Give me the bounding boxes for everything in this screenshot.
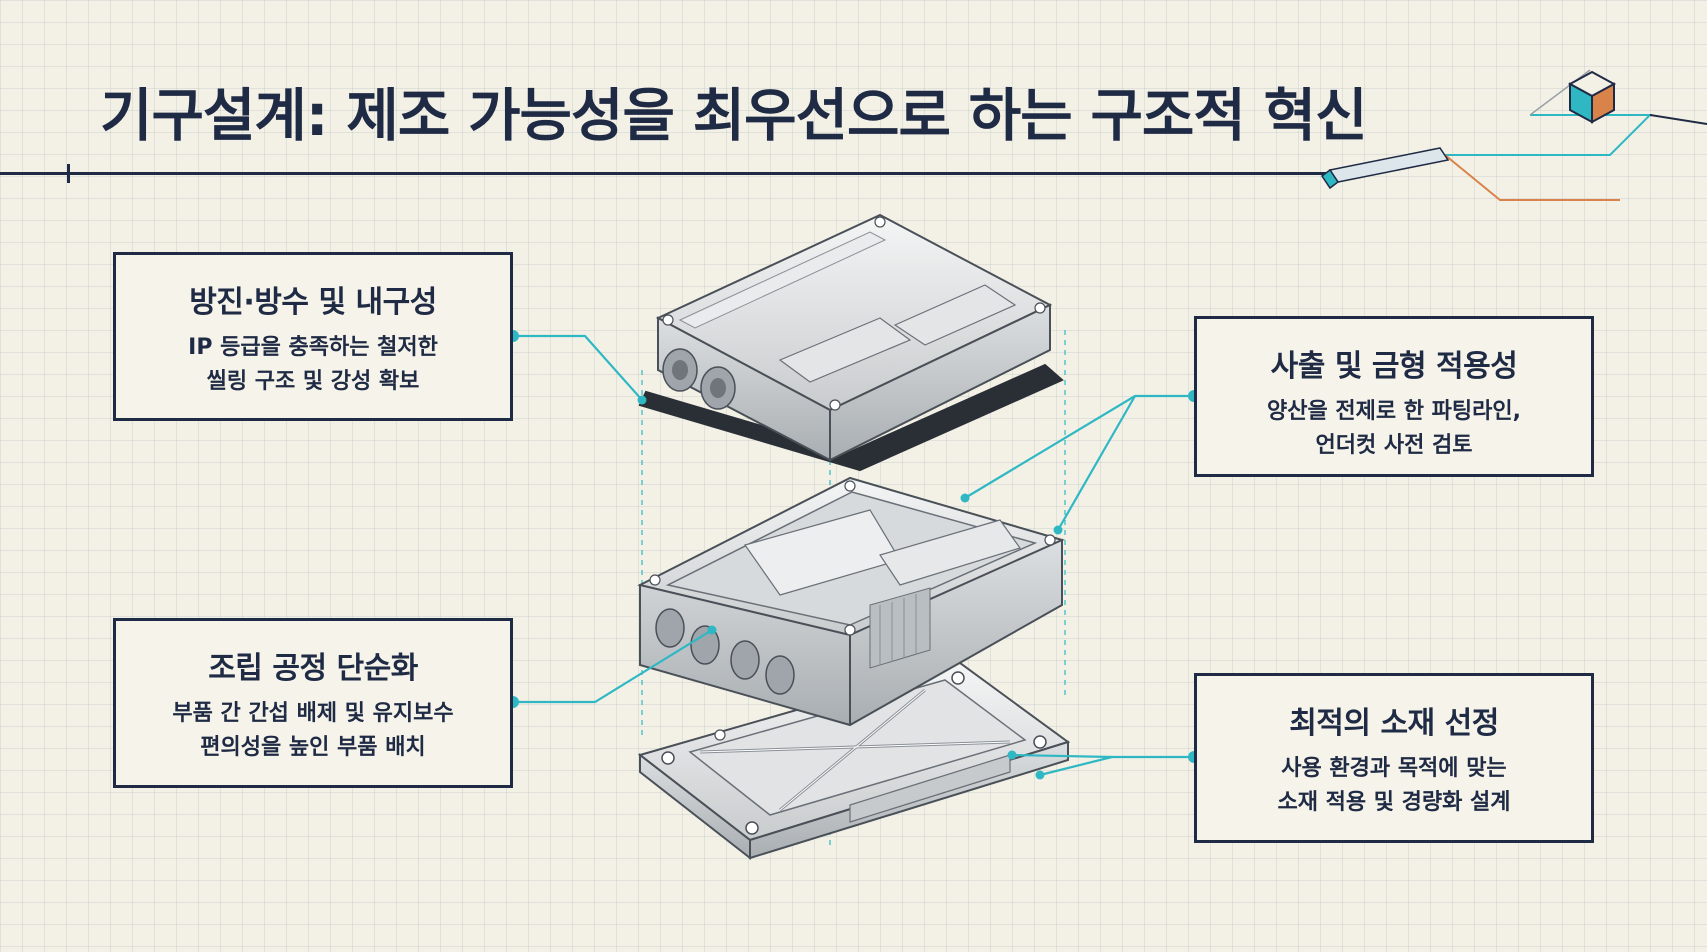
sealing-gasket bbox=[638, 363, 1064, 472]
cube-emblem-icon bbox=[1320, 69, 1707, 201]
callout-line: 부품 간 간섭 배제 및 유지보수 bbox=[172, 701, 454, 726]
callout-dustproof-waterproof: 방진·방수 및 내구성 IP 등급을 충족하는 철저한 씰링 구조 및 강성 확… bbox=[113, 252, 513, 421]
callout-heading: 사출 및 금형 적용성 bbox=[1270, 349, 1518, 384]
main-housing bbox=[637, 476, 1065, 727]
callout-injection-mold: 사출 및 금형 적용성 양산을 전제로 한 파팅라인, 언더컷 사전 검토 bbox=[1194, 316, 1594, 477]
callout-line: 양산을 전제로 한 파팅라인, bbox=[1267, 399, 1521, 424]
page-title: 기구설계: 제조 가능성을 최우선으로 하는 구조적 혁신 bbox=[100, 83, 1368, 149]
top-cover bbox=[655, 213, 1053, 462]
callout-assembly-simplification: 조립 공정 단순화 부품 간 간섭 배제 및 유지보수 편의성을 높인 부품 배… bbox=[113, 618, 513, 788]
title-underline bbox=[0, 172, 1340, 175]
callout-line: 언더컷 사전 검토 bbox=[1315, 433, 1473, 458]
callout-leaders bbox=[513, 334, 1194, 777]
base-plate bbox=[637, 661, 1071, 861]
callout-heading: 방진·방수 및 내구성 bbox=[189, 285, 437, 320]
callout-line: 편의성을 높인 부품 배치 bbox=[200, 735, 426, 760]
callout-line: 소재 적용 및 경량화 설계 bbox=[1277, 790, 1511, 815]
callout-heading: 조립 공정 단순화 bbox=[208, 651, 418, 686]
callout-line: IP 등급을 충족하는 철저한 bbox=[188, 335, 438, 360]
callout-heading: 최적의 소재 선정 bbox=[1289, 706, 1499, 741]
callout-line: 씰링 구조 및 강성 확보 bbox=[206, 369, 420, 394]
callout-material-selection: 최적의 소재 선정 사용 환경과 목적에 맞는 소재 적용 및 경량화 설계 bbox=[1194, 673, 1594, 843]
title-underline-tick bbox=[67, 164, 70, 183]
callout-line: 사용 환경과 목적에 맞는 bbox=[1281, 756, 1507, 781]
